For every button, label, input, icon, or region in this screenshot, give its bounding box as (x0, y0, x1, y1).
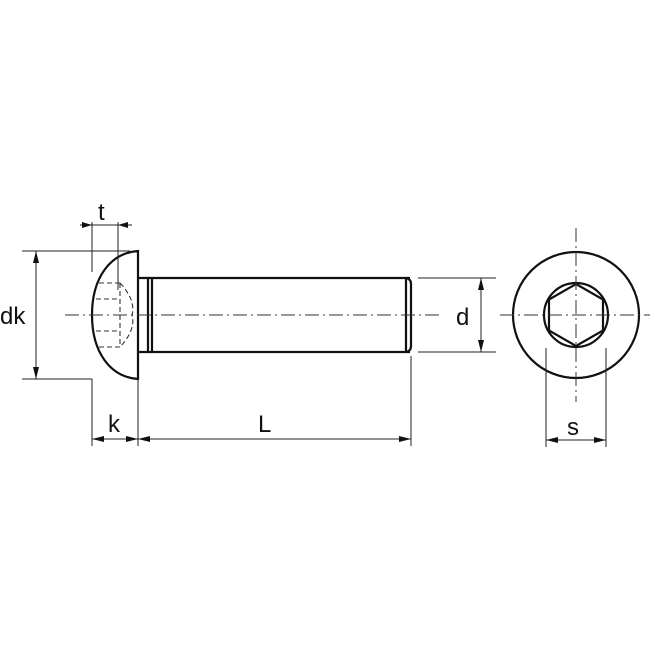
dimension-d: d (418, 277, 496, 353)
label-d: d (456, 304, 469, 331)
side-view: t dk k L (0, 199, 496, 446)
dimension-dk: dk (0, 250, 130, 380)
end-view: s (500, 228, 650, 447)
label-L: L (258, 411, 271, 438)
label-k: k (108, 411, 121, 438)
label-dk: dk (0, 303, 26, 330)
label-s: s (567, 414, 579, 441)
dimension-t: t (80, 199, 132, 290)
label-t: t (98, 199, 105, 226)
hex-socket-icon (547, 282, 605, 348)
dimension-s: s (545, 348, 607, 447)
dimension-L: L (138, 356, 412, 446)
dimension-k: k (91, 379, 139, 446)
